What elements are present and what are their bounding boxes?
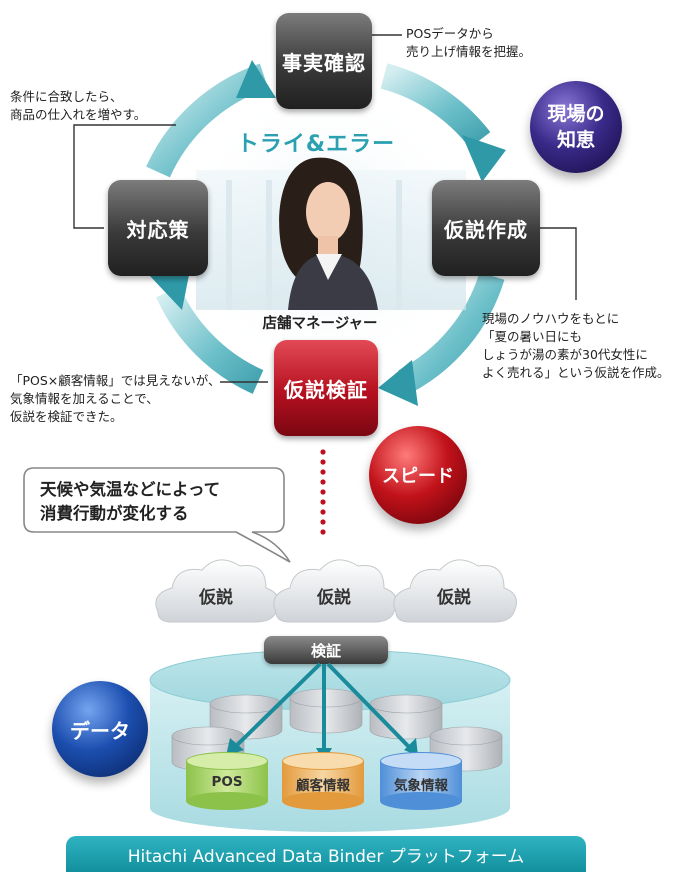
verify-bar: 検証 bbox=[264, 636, 388, 664]
arrowhead-left bbox=[150, 270, 190, 310]
cloud-3 bbox=[393, 559, 517, 623]
step-verify: 仮説検証 bbox=[274, 340, 378, 436]
note-action: 条件に合致したら、商品の仕入れを増やす。 bbox=[10, 89, 147, 122]
platform-name: Hitachi Advanced Data Binder プラットフォーム bbox=[127, 846, 525, 867]
pos-database: POS bbox=[186, 752, 268, 810]
arrowhead-right bbox=[462, 135, 506, 182]
arc-verify-to-action bbox=[156, 286, 264, 394]
step-hypothesis: 仮説作成 bbox=[432, 180, 540, 276]
note-fact: POSデータから売り上げ情報を把握。 bbox=[406, 26, 532, 59]
cloud-1 bbox=[155, 559, 279, 623]
cloud-3-label: 仮説 bbox=[437, 588, 471, 608]
speed-sphere: スピード bbox=[369, 426, 467, 524]
platform-banner: Hitachi Advanced Data Binder プラットフォーム bbox=[66, 836, 586, 872]
cloud-1-label: 仮説 bbox=[199, 588, 233, 608]
cloud-2-label: 仮説 bbox=[317, 588, 351, 608]
step-action: 対応策 bbox=[108, 180, 208, 276]
arrowhead-bottom bbox=[378, 360, 418, 406]
note-hypothesis: 現場のノウハウをもとに「夏の暑い日にも しょうが湯の素が30代女性によく売れる」… bbox=[482, 311, 670, 380]
arrowhead-top bbox=[236, 60, 276, 98]
cloud-2 bbox=[273, 559, 397, 623]
arc-hypothesis-to-verify bbox=[397, 271, 505, 394]
bubble-text: 天候や気温などによって消費行動が変化する bbox=[40, 480, 221, 523]
wisdom-sphere: 現場の知恵 bbox=[530, 81, 622, 173]
weather-database: 気象情報 bbox=[380, 752, 462, 810]
arc-fact-to-hypothesis bbox=[380, 63, 491, 149]
cycle-title: トライ&エラー bbox=[236, 132, 396, 157]
data-sphere: データ bbox=[52, 681, 148, 777]
role-label: 店舗マネージャー bbox=[262, 316, 378, 332]
step-fact-check: 事実確認 bbox=[276, 13, 372, 109]
store-manager-photo bbox=[196, 157, 466, 310]
customer-database: 顧客情報 bbox=[282, 752, 364, 810]
note-verify: 「POS×顧客情報」では見えないが、気象情報を加えることで、仮説を検証できた。 bbox=[10, 373, 221, 424]
